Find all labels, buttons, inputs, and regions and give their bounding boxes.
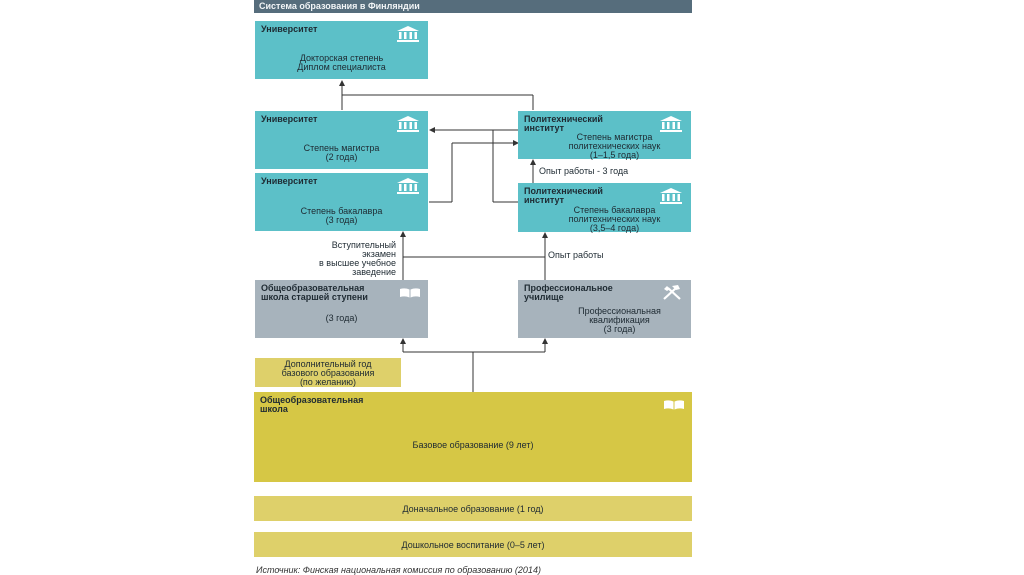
label-line: экзамен bbox=[362, 249, 396, 259]
box-text: Дополнительный год bbox=[284, 359, 372, 369]
box-text: Доначальное образование (1 год) bbox=[402, 504, 544, 514]
box-text: Базовое образование (9 лет) bbox=[412, 440, 534, 450]
work-experience-3-label: Опыт работы - 3 года bbox=[539, 166, 629, 176]
box-polytechnic-bachelor: Политехнический институт Степень бакалав… bbox=[518, 183, 691, 233]
building-icon bbox=[659, 116, 683, 137]
box-header: Университет bbox=[261, 176, 318, 186]
box-text: Степень магистра bbox=[303, 143, 380, 153]
box-text: Дошкольное воспитание (0–5 лет) bbox=[401, 540, 545, 550]
source-note: Источник: Финская национальная комиссия … bbox=[256, 565, 541, 575]
box-text: Диплом специалиста bbox=[297, 62, 386, 72]
box-header: училище bbox=[524, 292, 564, 302]
diagram-title: Система образования в Финляндии bbox=[254, 0, 692, 13]
box-text: (3 года) bbox=[603, 324, 636, 334]
box-header-group: Общеобразовательная школа старшей ступен… bbox=[261, 284, 368, 302]
box-text: базового образования bbox=[281, 368, 375, 378]
box-basic-school: Общеобразовательная школа Базовое образо… bbox=[254, 392, 692, 482]
box-preschool: Дошкольное воспитание (0–5 лет) bbox=[254, 532, 692, 557]
box-text: (1–1,5 года) bbox=[589, 150, 640, 160]
box-header-group: Политехнический институт bbox=[524, 187, 603, 205]
box-header: Университет bbox=[261, 24, 318, 34]
box-text: Профессиональная bbox=[578, 306, 661, 316]
box-upper-secondary-school: Общеобразовательная школа старшей ступен… bbox=[255, 280, 428, 338]
box-header: Общеобразовательная bbox=[260, 395, 364, 405]
box-additional-year: Дополнительный год базового образования … bbox=[255, 358, 401, 387]
box-text: Докторская степень bbox=[299, 53, 384, 63]
box-header-group: Профессиональное училище bbox=[524, 284, 613, 302]
box-text: Степень бакалавра bbox=[300, 206, 383, 216]
building-icon bbox=[659, 188, 683, 209]
box-text: (3 года) bbox=[325, 215, 358, 225]
box-header: школа старшей ступени bbox=[261, 292, 368, 302]
label-line: заведение bbox=[352, 267, 396, 277]
box-text: Степень магистра bbox=[576, 132, 653, 142]
box-header: Политехнический bbox=[524, 114, 603, 124]
entrance-exam-label: Вступительный экзамен в высшее учебное з… bbox=[296, 241, 396, 277]
book-icon bbox=[663, 397, 685, 415]
box-text: политехнических наук bbox=[568, 214, 661, 224]
box-header: институт bbox=[524, 123, 565, 133]
building-icon bbox=[396, 178, 420, 199]
box-text: Степень бакалавра bbox=[573, 205, 656, 215]
box-pre-primary: Доначальное образование (1 год) bbox=[254, 496, 692, 521]
box-header-group: Политехнический институт bbox=[524, 115, 603, 133]
box-text: (2 года) bbox=[325, 152, 358, 162]
box-text: политехнических наук bbox=[568, 141, 661, 151]
box-header: Университет bbox=[261, 114, 318, 124]
building-icon bbox=[396, 26, 420, 47]
box-header: Политехнический bbox=[524, 186, 603, 196]
building-icon bbox=[396, 116, 420, 137]
box-header: школа bbox=[260, 404, 288, 414]
book-icon bbox=[399, 285, 421, 303]
box-university-bachelor: Университет Степень бакалавра (3 года) bbox=[255, 173, 428, 231]
box-text: (по желанию) bbox=[299, 377, 357, 387]
box-header: Общеобразовательная bbox=[261, 283, 365, 293]
box-vocational-school: Профессиональное училище Профессиональна… bbox=[518, 280, 691, 338]
label-line: Вступительный bbox=[331, 240, 396, 250]
box-text: (3 года) bbox=[325, 313, 358, 323]
work-experience-label: Опыт работы bbox=[548, 250, 604, 260]
box-header: институт bbox=[524, 195, 565, 205]
tools-icon bbox=[662, 285, 682, 306]
box-polytechnic-master: Политехнический институт Степень магистр… bbox=[518, 111, 691, 160]
box-university-master: Университет Степень магистра (2 года) bbox=[255, 111, 428, 169]
box-header: Профессиональное bbox=[524, 283, 613, 293]
box-university-doctorate: Университет Докторская степень Диплом сп… bbox=[255, 21, 428, 79]
box-header-group: Общеобразовательная школа bbox=[260, 396, 363, 414]
box-text: квалификация bbox=[589, 315, 650, 325]
label-line: в высшее учебное bbox=[319, 258, 396, 268]
box-text: (3,5–4 года) bbox=[589, 223, 640, 233]
